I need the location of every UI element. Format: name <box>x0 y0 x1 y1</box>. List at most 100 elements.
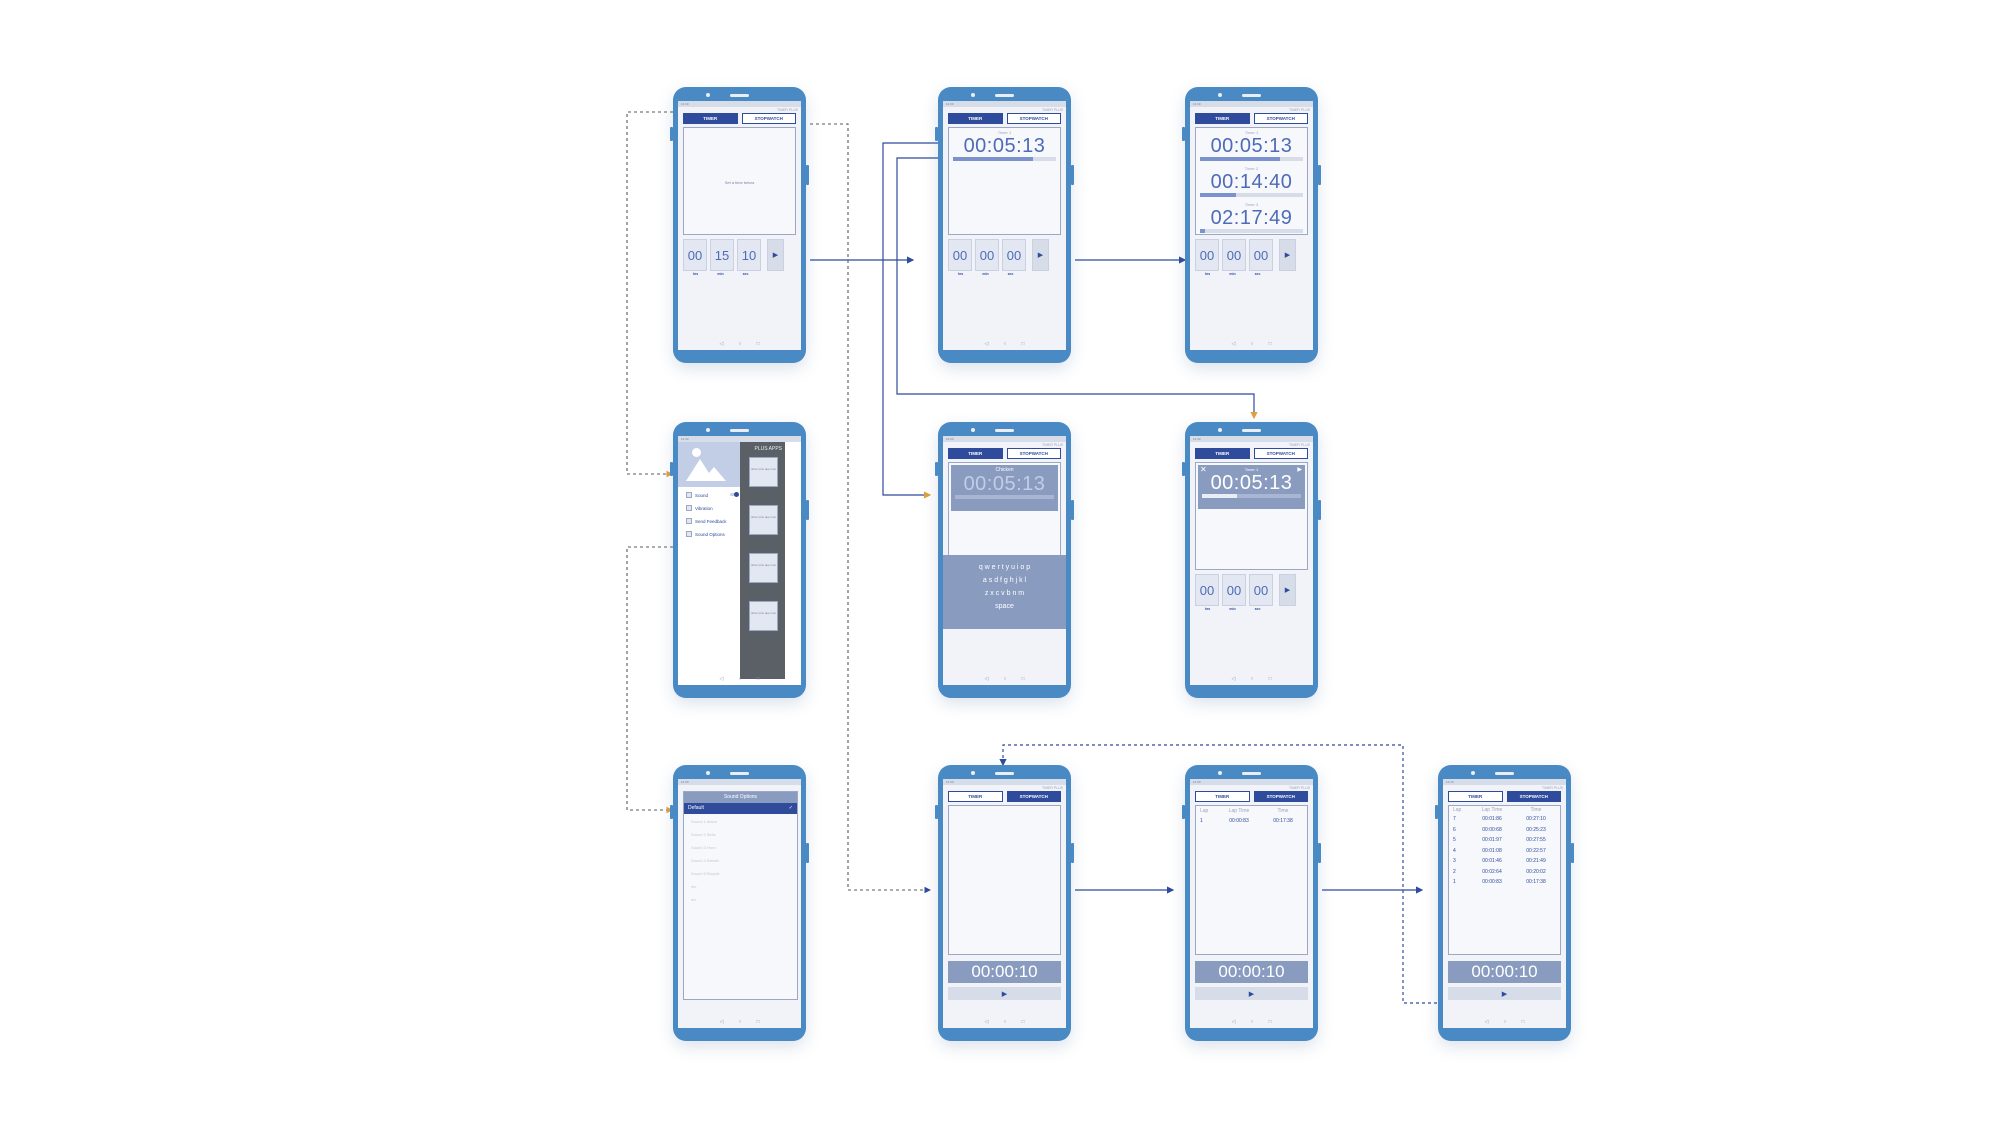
tab-timer[interactable]: TIMER <box>683 113 738 124</box>
back-icon[interactable]: ◁ <box>1231 341 1236 347</box>
home-icon[interactable]: ○ <box>1250 341 1254 347</box>
play-button[interactable]: ▶ <box>1279 574 1296 606</box>
keyboard-row-3[interactable]: z x c v b n m <box>984 590 1025 597</box>
back-icon[interactable]: ◁ <box>1231 1019 1236 1025</box>
timer-card[interactable]: Chicken 00:05:13 <box>951 465 1058 511</box>
recent-icon[interactable]: □ <box>756 341 760 347</box>
sound-option[interactable]: etc <box>691 884 697 889</box>
recent-icon[interactable]: □ <box>1021 1019 1025 1025</box>
tab-timer[interactable]: TIMER <box>948 448 1003 459</box>
tab-stopwatch[interactable]: STOPWATCH <box>1506 791 1561 802</box>
plus-app-card[interactable]: other plus app icon <box>749 457 778 487</box>
feedback-checkbox[interactable] <box>686 518 692 524</box>
hours-picker[interactable]: 00 <box>948 239 972 271</box>
timer-card[interactable]: ✕ ▶ Timer 1 00:05:13 <box>1198 465 1305 509</box>
keyboard-row-2[interactable]: a s d f g h j k l <box>982 577 1027 584</box>
back-icon[interactable]: ◁ <box>719 676 724 682</box>
home-icon[interactable]: ○ <box>1003 1019 1007 1025</box>
home-icon[interactable]: ○ <box>738 1019 742 1025</box>
recent-icon[interactable]: □ <box>1021 341 1025 347</box>
seconds-picker[interactable]: 10 <box>737 239 761 271</box>
seconds-picker[interactable]: 00 <box>1002 239 1026 271</box>
tab-timer[interactable]: TIMER <box>1448 791 1503 802</box>
tab-timer[interactable]: TIMER <box>1195 448 1250 459</box>
stopwatch-play-button[interactable]: ▶ <box>948 987 1061 1000</box>
drawer-item-sound-options[interactable]: Sound Options <box>686 531 725 537</box>
recent-icon[interactable]: □ <box>756 1019 760 1025</box>
tab-stopwatch[interactable]: STOPWATCH <box>1253 448 1308 459</box>
recent-icon[interactable]: □ <box>1268 341 1272 347</box>
sound-option[interactable]: Sound 2 Bells <box>691 832 716 837</box>
recent-icon[interactable]: □ <box>756 676 760 682</box>
plus-app-card[interactable]: other plus app icon <box>749 505 778 535</box>
sound-option[interactable]: Sound 3 Horn <box>691 845 716 850</box>
tab-stopwatch[interactable]: STOPWATCH <box>1253 791 1308 802</box>
sound-option[interactable]: Sound 1 Alarm <box>691 819 718 824</box>
back-icon[interactable]: ◁ <box>984 1019 989 1025</box>
plus-app-card[interactable]: other plus app icon <box>749 601 778 631</box>
timer-entry[interactable]: Timer 1 00:05:13 <box>1196 130 1307 161</box>
hours-picker[interactable]: 00 <box>1195 574 1219 606</box>
play-icon[interactable]: ▶ <box>1297 467 1302 473</box>
tab-timer[interactable]: TIMER <box>948 791 1003 802</box>
toggle-icon[interactable] <box>730 492 739 497</box>
back-icon[interactable]: ◁ <box>1484 1019 1489 1025</box>
drawer-item-vibration[interactable]: Vibration <box>686 505 713 511</box>
timer-entry[interactable]: Timer 3 02:17:49 <box>1196 202 1307 233</box>
sound-option[interactable]: Sound 5 Bicycle <box>691 871 720 876</box>
keyboard-row-1[interactable]: q w e r t y u i o p <box>978 564 1031 571</box>
tab-stopwatch[interactable]: STOPWATCH <box>1006 448 1061 459</box>
play-button[interactable]: ▶ <box>767 239 784 271</box>
back-icon[interactable]: ◁ <box>719 341 724 347</box>
recent-icon[interactable]: □ <box>1268 676 1272 682</box>
tab-timer[interactable]: TIMER <box>1195 791 1250 802</box>
tab-timer[interactable]: TIMER <box>948 113 1003 124</box>
sound-option[interactable]: etc <box>691 897 697 902</box>
home-icon[interactable]: ○ <box>1250 676 1254 682</box>
home-icon[interactable]: ○ <box>738 341 742 347</box>
keyboard-space[interactable]: space <box>995 603 1014 610</box>
back-icon[interactable]: ◁ <box>719 1019 724 1025</box>
back-icon[interactable]: ◁ <box>984 341 989 347</box>
drawer-item-feedback[interactable]: Send Feedback <box>686 518 727 524</box>
sound-option[interactable]: Sound 4 Breath <box>691 858 719 863</box>
hours-picker[interactable]: 00 <box>683 239 707 271</box>
keyboard: q w e r t y u i o p a s d f g h j k l z … <box>943 555 1066 629</box>
stopwatch-play-button[interactable]: ▶ <box>1448 987 1561 1000</box>
minutes-picker[interactable]: 00 <box>975 239 999 271</box>
seconds-picker[interactable]: 00 <box>1249 239 1273 271</box>
minutes-picker[interactable]: 15 <box>710 239 734 271</box>
timer-name-input[interactable]: Chicken <box>995 467 1014 473</box>
tab-stopwatch[interactable]: STOPWATCH <box>1006 113 1061 124</box>
play-button[interactable]: ▶ <box>1032 239 1049 271</box>
tab-stopwatch[interactable]: STOPWATCH <box>1253 113 1308 124</box>
home-icon[interactable]: ○ <box>1503 1019 1507 1025</box>
tab-timer[interactable]: TIMER <box>1195 113 1250 124</box>
home-icon[interactable]: ○ <box>738 676 742 682</box>
drawer-item-sound[interactable]: Sound <box>686 492 708 498</box>
timer-entry[interactable]: Timer 2 00:14:40 <box>1196 166 1307 197</box>
back-icon[interactable]: ◁ <box>984 676 989 682</box>
vibration-checkbox[interactable] <box>686 505 692 511</box>
minutes-picker[interactable]: 00 <box>1222 574 1246 606</box>
minutes-picker[interactable]: 00 <box>1222 239 1246 271</box>
home-icon[interactable]: ○ <box>1250 1019 1254 1025</box>
home-icon[interactable]: ○ <box>1003 341 1007 347</box>
close-icon[interactable]: ✕ <box>1200 465 1207 474</box>
back-icon[interactable]: ◁ <box>1231 676 1236 682</box>
sound-option-selected[interactable]: Default ✓ <box>684 803 797 814</box>
sound-checkbox[interactable] <box>686 492 692 498</box>
recent-icon[interactable]: □ <box>1021 676 1025 682</box>
stopwatch-play-button[interactable]: ▶ <box>1195 987 1308 1000</box>
plus-app-card[interactable]: other plus app icon <box>749 553 778 583</box>
hours-picker[interactable]: 00 <box>1195 239 1219 271</box>
recent-icon[interactable]: □ <box>1268 1019 1272 1025</box>
tab-stopwatch[interactable]: STOPWATCH <box>741 113 796 124</box>
sound-options-checkbox[interactable] <box>686 531 692 537</box>
play-button[interactable]: ▶ <box>1279 239 1296 271</box>
tab-stopwatch[interactable]: STOPWATCH <box>1006 791 1061 802</box>
home-icon[interactable]: ○ <box>1003 676 1007 682</box>
recent-icon[interactable]: □ <box>1521 1019 1525 1025</box>
seconds-picker[interactable]: 00 <box>1249 574 1273 606</box>
